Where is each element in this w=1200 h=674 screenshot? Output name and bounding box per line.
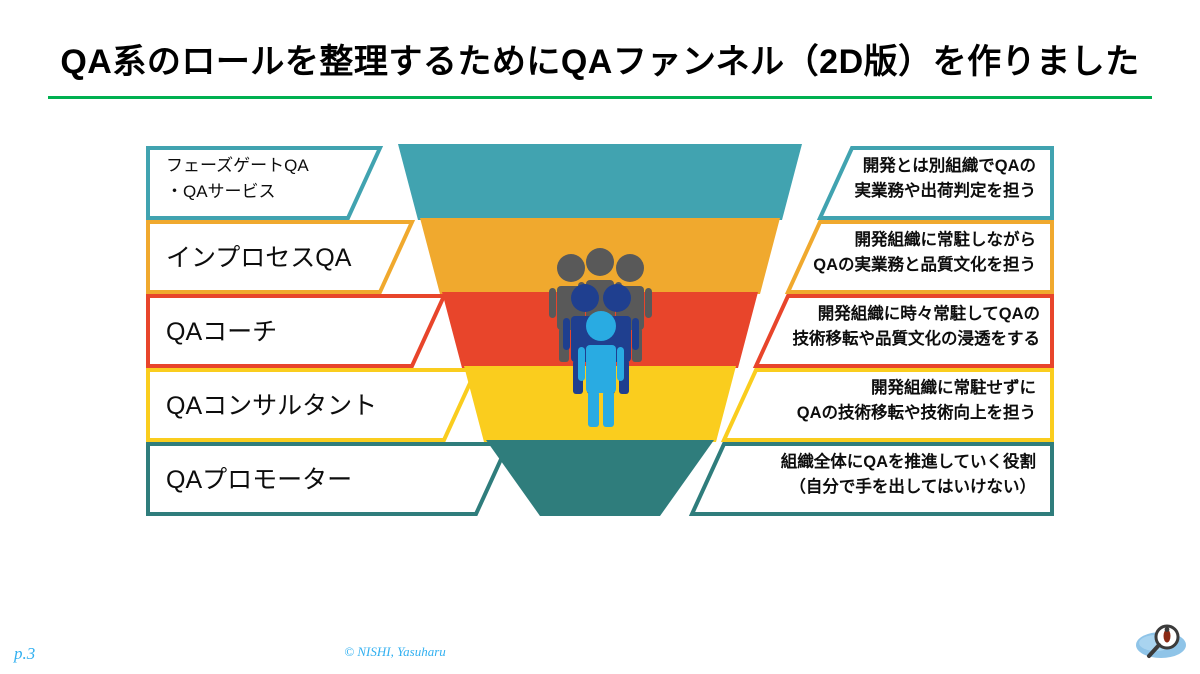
funnel-row-1[interactable]: フェーズゲートQA ・QAサービス 開発とは別組織でQAの 実業務や出荷判定を担… [146,144,1054,220]
title-container: QA系のロールを整理するためにQAファンネル（2D版）を作りました [0,42,1200,83]
row-2-left-label: インプロセスQA [166,244,352,272]
row-3-left-label: QAコーチ [166,318,277,346]
brand-logo [1134,614,1192,666]
row-1-left-label-line2: ・QAサービス [166,182,276,201]
row-2-right-label-line2: QAの実業務と品質文化を担う [813,254,1036,274]
row-4-center-band [464,366,736,442]
copyright-notice: © NISHI, Yasuharu [344,644,446,659]
funnel-row-5[interactable]: QAプロモーター 組織全体にQAを推進していく役割 （自分で手を出してはいけない… [146,440,1054,516]
row-1-center-band [398,144,802,220]
row-4-right-label-line2: QAの技術移転や技術向上を担う [797,402,1036,422]
logo-bug-body [1163,629,1171,643]
row-3-left-callout [146,294,448,368]
row-5-right-label-line1: 組織全体にQAを推進していく役割 [781,451,1036,471]
logo-bug-head [1164,627,1170,632]
title-underline-rule [48,96,1152,99]
page-number: p.3 [14,644,36,663]
magnifier-handle-icon [1147,643,1161,658]
row-1-right-label-line2: 実業務や出荷判定を担う [855,180,1037,200]
row-1-left-label-line1: フェーズゲートQA [166,156,309,175]
row-5-right-callout [688,442,1054,516]
row-3-right-label-line1: 開発組織に時々常駐してQAの [818,303,1040,323]
funnel-row-2[interactable]: インプロセスQA 開発組織に常駐しながら QAの実業務と品質文化を担う [146,218,1054,294]
row-2-right-label-line1: 開発組織に常駐しながら [855,229,1037,249]
row-2-right-callout [784,220,1054,294]
row-1-right-label-line1: 開発とは別組織でQAの [863,155,1036,175]
row-3-right-callout [752,294,1054,368]
row-5-left-callout [146,442,512,516]
row-4-left-callout [146,368,480,442]
row-5-left-label: QAプロモーター [166,466,352,494]
people-group [549,248,652,427]
row-1-left-callout [146,146,384,220]
funnel-row-4[interactable]: QAコンサルタント 開発組織に常駐せずに QAの技術移転や技術向上を担う [146,366,1054,442]
row-5-right-label-line2: （自分で手を出してはいけない） [789,476,1036,496]
row-4-left-label: QAコンサルタント [166,392,377,420]
qa-funnel-diagram: フェーズゲートQA ・QAサービス 開発とは別組織でQAの 実業務や出荷判定を担… [0,140,1200,520]
page-title: QA系のロールを整理するためにQAファンネル（2D版）を作りました [60,43,1140,81]
row-1-right-callout [816,146,1054,220]
row-4-right-callout [720,368,1054,442]
row-5-center-band [486,440,714,516]
row-4-right-label-line1: 開発組織に常駐せずに [871,377,1036,397]
row-2-left-callout [146,220,416,294]
person-front [578,311,624,427]
row-3-right-label-line2: 技術移転や品質文化の浸透をする [793,328,1041,348]
